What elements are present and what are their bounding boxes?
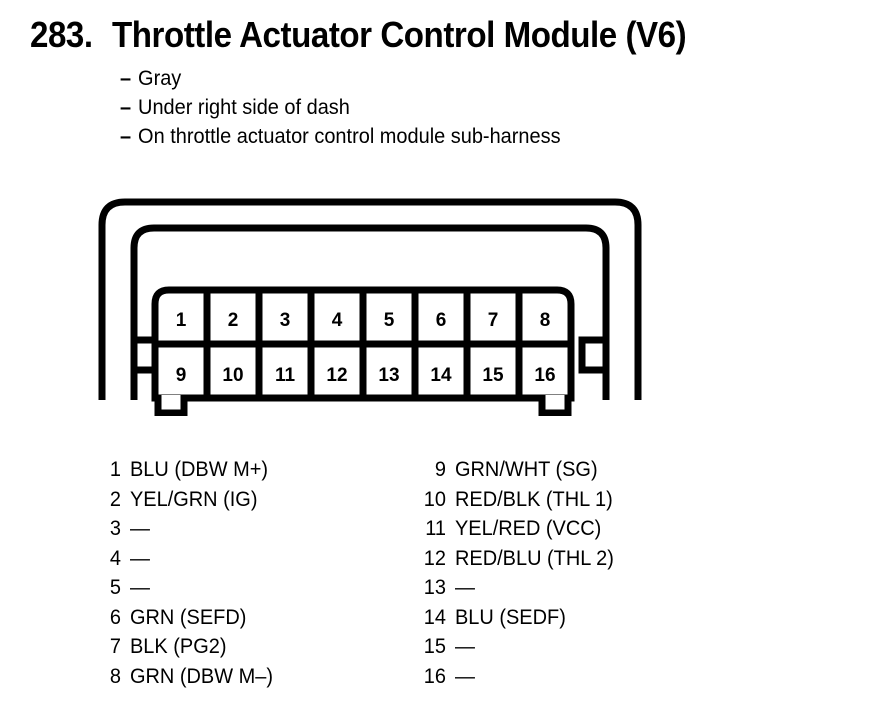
pin-cell-7: 7	[488, 310, 499, 331]
pin-legend-right-column: 9 GRN/WHT (SG) 10 RED/BLK (THL 1) 11 YEL…	[420, 455, 622, 691]
legend-row: 12 RED/BLU (THL 2)	[420, 544, 622, 574]
legend-wire-label: —	[455, 664, 475, 688]
legend-pin-number: 10	[423, 487, 446, 511]
description-item: –Under right side of dash	[120, 93, 785, 122]
connector-inner-shell	[130, 224, 610, 400]
legend-pin-number: 8	[109, 664, 121, 688]
dash-bullet-icon: –	[120, 67, 132, 90]
pin-cell-1: 1	[176, 310, 187, 331]
legend-row: 15 —	[420, 632, 622, 662]
pin-cell-4: 4	[332, 310, 343, 331]
legend-pin-number: 15	[423, 635, 446, 658]
page-title: 283. Throttle Actuator Control Module (V…	[30, 14, 736, 56]
legend-row: 6 GRN (SEFD)	[95, 603, 420, 633]
legend-wire-label: GRN (SEFD)	[130, 605, 247, 629]
pin-legend: 1 BLU (DBW M+) 2 YEL/GRN (IG) 3 — 4 — 5 …	[95, 455, 795, 691]
legend-row: 14 BLU (SEDF)	[420, 603, 622, 633]
pin-cell-9: 9	[176, 365, 187, 386]
pin-cell-10: 10	[222, 365, 243, 386]
legend-wire-label: BLU (SEDF)	[455, 605, 566, 629]
legend-pin-number: 6	[109, 605, 121, 629]
legend-pin-number: 5	[109, 576, 121, 599]
legend-pin-number: 7	[109, 635, 121, 658]
pin-cell-2: 2	[228, 310, 239, 331]
pin-cell-11: 11	[275, 365, 296, 386]
pin-cell-12: 12	[326, 365, 347, 386]
right-foot	[538, 395, 572, 416]
description-item: –Gray	[120, 64, 785, 93]
connector-diagram: 1 2 3 4 5 6 7 8 9 10 11 12 13 14 15 16	[92, 192, 658, 416]
legend-wire-label: GRN (DBW M–)	[130, 664, 273, 688]
legend-pin-number: 11	[425, 517, 446, 540]
legend-pin-number: 13	[423, 576, 446, 599]
legend-row: 13 —	[420, 573, 622, 603]
legend-row: 16 —	[420, 662, 622, 692]
dash-bullet-icon: –	[120, 125, 132, 148]
legend-pin-number: 2	[109, 487, 121, 511]
pin-cell-16: 16	[534, 365, 555, 386]
legend-pin-number: 1	[109, 458, 121, 481]
title-text: Throttle Actuator Control Module (V6)	[112, 14, 687, 55]
legend-wire-label: YEL/RED (VCC)	[455, 517, 602, 540]
left-foot	[154, 395, 188, 416]
legend-row: 9 GRN/WHT (SG)	[420, 455, 622, 485]
legend-row: 11 YEL/RED (VCC)	[420, 514, 622, 544]
title-number: 283.	[30, 14, 93, 55]
legend-row: 7 BLK (PG2)	[95, 632, 420, 662]
connector-svg: 1 2 3 4 5 6 7 8 9 10 11 12 13 14 15 16	[98, 198, 642, 416]
right-keyway-notch	[578, 336, 610, 374]
pin-cell-6: 6	[436, 310, 447, 331]
description-item: –On throttle actuator control module sub…	[120, 122, 785, 151]
legend-wire-label: BLU (DBW M+)	[130, 458, 269, 481]
legend-wire-label: —	[130, 517, 150, 540]
legend-wire-label: RED/BLU (THL 2)	[455, 546, 614, 570]
legend-row: 5 —	[95, 573, 420, 603]
legend-row: 10 RED/BLK (THL 1)	[420, 485, 622, 515]
legend-wire-label: GRN/WHT (SG)	[455, 458, 598, 481]
pin-cell-5: 5	[384, 310, 395, 331]
pin-cell-15: 15	[482, 365, 504, 386]
legend-row: 3 —	[95, 514, 420, 544]
legend-pin-number: 16	[423, 664, 446, 688]
pin-cell-3: 3	[280, 310, 291, 331]
legend-row: 1 BLU (DBW M+)	[95, 455, 420, 485]
description-text: Under right side of dash	[138, 96, 350, 119]
pin-cell-13: 13	[378, 365, 399, 386]
legend-row: 2 YEL/GRN (IG)	[95, 485, 420, 515]
legend-wire-label: BLK (PG2)	[130, 635, 227, 658]
description-text: On throttle actuator control module sub-…	[138, 125, 561, 148]
legend-pin-number: 12	[423, 546, 446, 570]
connector-outer-shell	[98, 198, 642, 400]
legend-wire-label: RED/BLK (THL 1)	[455, 487, 613, 511]
legend-wire-label: —	[130, 546, 150, 570]
pin-cell-14: 14	[430, 365, 452, 386]
description-text: Gray	[138, 67, 182, 90]
legend-wire-label: YEL/GRN (IG)	[130, 487, 258, 511]
legend-wire-label: —	[455, 576, 475, 599]
pin-column-dividers	[203, 290, 523, 398]
legend-wire-label: —	[130, 576, 150, 599]
legend-pin-number: 3	[109, 517, 121, 540]
pin-cell-8: 8	[540, 310, 551, 331]
legend-wire-label: —	[455, 635, 475, 658]
pin-legend-left-column: 1 BLU (DBW M+) 2 YEL/GRN (IG) 3 — 4 — 5 …	[95, 455, 420, 691]
legend-row: 8 GRN (DBW M–)	[95, 662, 420, 692]
dash-bullet-icon: –	[120, 96, 132, 119]
description-list: –Gray –Under right side of dash –On thro…	[120, 64, 820, 151]
legend-pin-number: 4	[109, 546, 121, 570]
legend-pin-number: 9	[434, 458, 446, 481]
legend-row: 4 —	[95, 544, 420, 574]
legend-pin-number: 14	[423, 605, 446, 629]
